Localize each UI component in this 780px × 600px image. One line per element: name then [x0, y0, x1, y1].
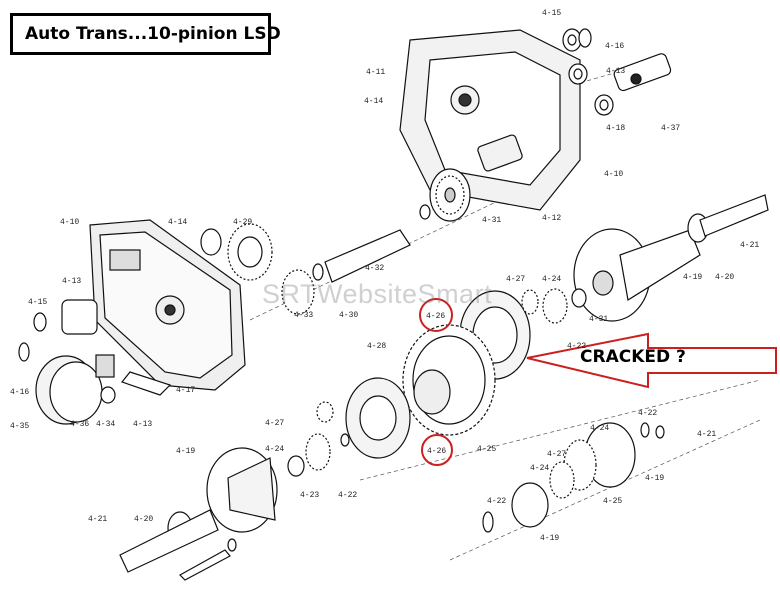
part-label: 4-15: [542, 9, 561, 18]
part-label: 4-21: [88, 515, 107, 524]
part-label: 4-20: [134, 515, 153, 524]
part-label: 4-14: [168, 218, 187, 227]
part-label: 4-23: [300, 491, 319, 500]
part-label: 4-34: [96, 420, 115, 429]
part-label: 4-24: [530, 464, 549, 473]
part-label: 4-29: [233, 218, 252, 227]
part-label: 4-37: [661, 124, 680, 133]
left-parts: [18, 299, 172, 425]
part-label: 4-24: [542, 275, 561, 284]
part-label: 4-35: [10, 422, 29, 431]
part-label: 4-25: [603, 497, 622, 506]
bearings-upper: [562, 28, 614, 116]
part-label: 4-16: [10, 388, 29, 397]
red-callout-circles: [419, 298, 453, 466]
part-label: 4-24: [590, 424, 609, 433]
part-label: 4-33: [294, 311, 313, 320]
output-assembly-upper: [573, 194, 769, 322]
part-label: 4-25: [477, 445, 496, 454]
part-label: 4-20: [715, 273, 734, 282]
part-label: 4-14: [364, 97, 383, 106]
cracked-arrow: [526, 332, 777, 389]
circled-label-lower: 4-26: [427, 447, 446, 456]
part-label: 4-30: [339, 311, 358, 320]
part-label: 4-31: [589, 315, 608, 324]
part-label: 4-15: [28, 298, 47, 307]
shaft-4-37: [613, 53, 672, 92]
part-label: 4-32: [365, 264, 384, 273]
part-label: 4-19: [645, 474, 664, 483]
part-label: 4-31: [482, 216, 501, 225]
circle-callout-upper: [419, 298, 453, 332]
shaft-gears-middle: [200, 204, 431, 315]
left-housing: [89, 219, 246, 391]
watermark: SRTWebsiteSmart: [262, 279, 493, 309]
output-assembly-lower-right: [482, 422, 665, 533]
circled-label-upper: 4-26: [426, 312, 445, 321]
part-label: 4-18: [606, 124, 625, 133]
title-box: Auto Trans...10-pinion LSD: [10, 13, 281, 55]
gear-4-31: [429, 168, 471, 222]
part-label: 4-19: [683, 273, 702, 282]
part-label: 4-13: [62, 277, 81, 286]
output-assembly-lower-left: [119, 447, 305, 581]
part-label: 4-36: [70, 420, 89, 429]
part-label: 4-13: [133, 420, 152, 429]
part-label: 4-21: [740, 241, 759, 250]
part-label: 4-22: [487, 497, 506, 506]
part-label: 4-19: [540, 534, 559, 543]
circle-callout-lower: [421, 434, 453, 466]
part-label: 4-22: [567, 342, 586, 351]
part-label: 4-11: [366, 68, 385, 77]
part-label: 4-10: [604, 170, 623, 179]
part-label: 4-27: [547, 450, 566, 459]
part-label: 4-27: [506, 275, 525, 284]
part-label: 4-24: [265, 445, 284, 454]
part-labels: 4-15 4-16 4-13 4-11 4-14 4-18 4-37 4-10 …: [10, 9, 759, 543]
cracked-annotation: CRACKED ?: [580, 347, 686, 367]
part-label: 4-10: [60, 218, 79, 227]
part-label: 4-19: [176, 447, 195, 456]
part-label: 4-21: [697, 430, 716, 439]
part-label: 4-22: [638, 409, 657, 418]
part-label: 4-16: [605, 42, 624, 51]
differential-parts: [305, 288, 587, 471]
part-label: 4-17: [176, 386, 195, 395]
part-label: 4-27: [265, 419, 284, 428]
part-label: 4-13: [606, 67, 625, 76]
upper-housing: [399, 29, 581, 211]
part-label: 4-12: [542, 214, 561, 223]
part-label: 4-22: [338, 491, 357, 500]
part-label: 4-28: [367, 342, 386, 351]
